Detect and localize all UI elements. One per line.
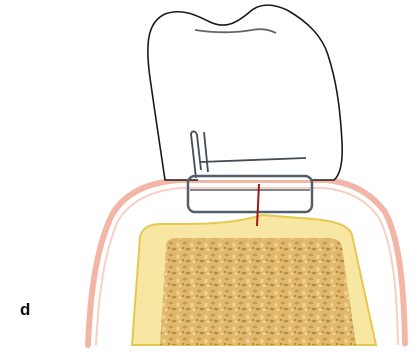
panel-label: d bbox=[20, 300, 30, 320]
cancellous-bone bbox=[160, 238, 356, 345]
